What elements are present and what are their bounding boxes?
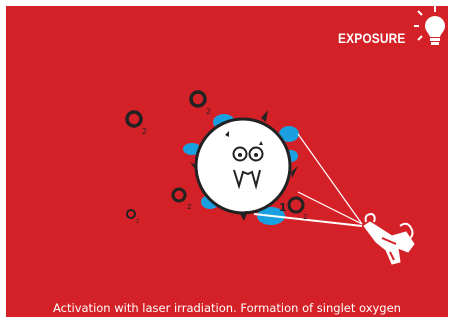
svg-text:2: 2 [136,219,139,225]
section-title: EXPOSURE [338,30,405,46]
svg-text:2: 2 [187,203,191,211]
svg-text:2: 2 [206,107,211,116]
oxygen-molecule: 2 [173,189,191,211]
caption: Activation with laser irradiation. Forma… [6,301,448,315]
oxygen-molecule: 2 [191,92,211,116]
svg-text:2: 2 [303,213,307,221]
laser-gun-icon [364,214,414,264]
singlet-prefix: 1 [279,201,287,214]
oxygen-molecule: 2 [127,210,139,225]
diagram-panel: 2 2 2 2 [6,6,448,317]
oxygen-molecule: 2 [127,112,147,136]
illustration: 2 2 2 2 [6,6,448,317]
svg-text:2: 2 [142,127,147,136]
lightbulb-icon [414,6,445,45]
